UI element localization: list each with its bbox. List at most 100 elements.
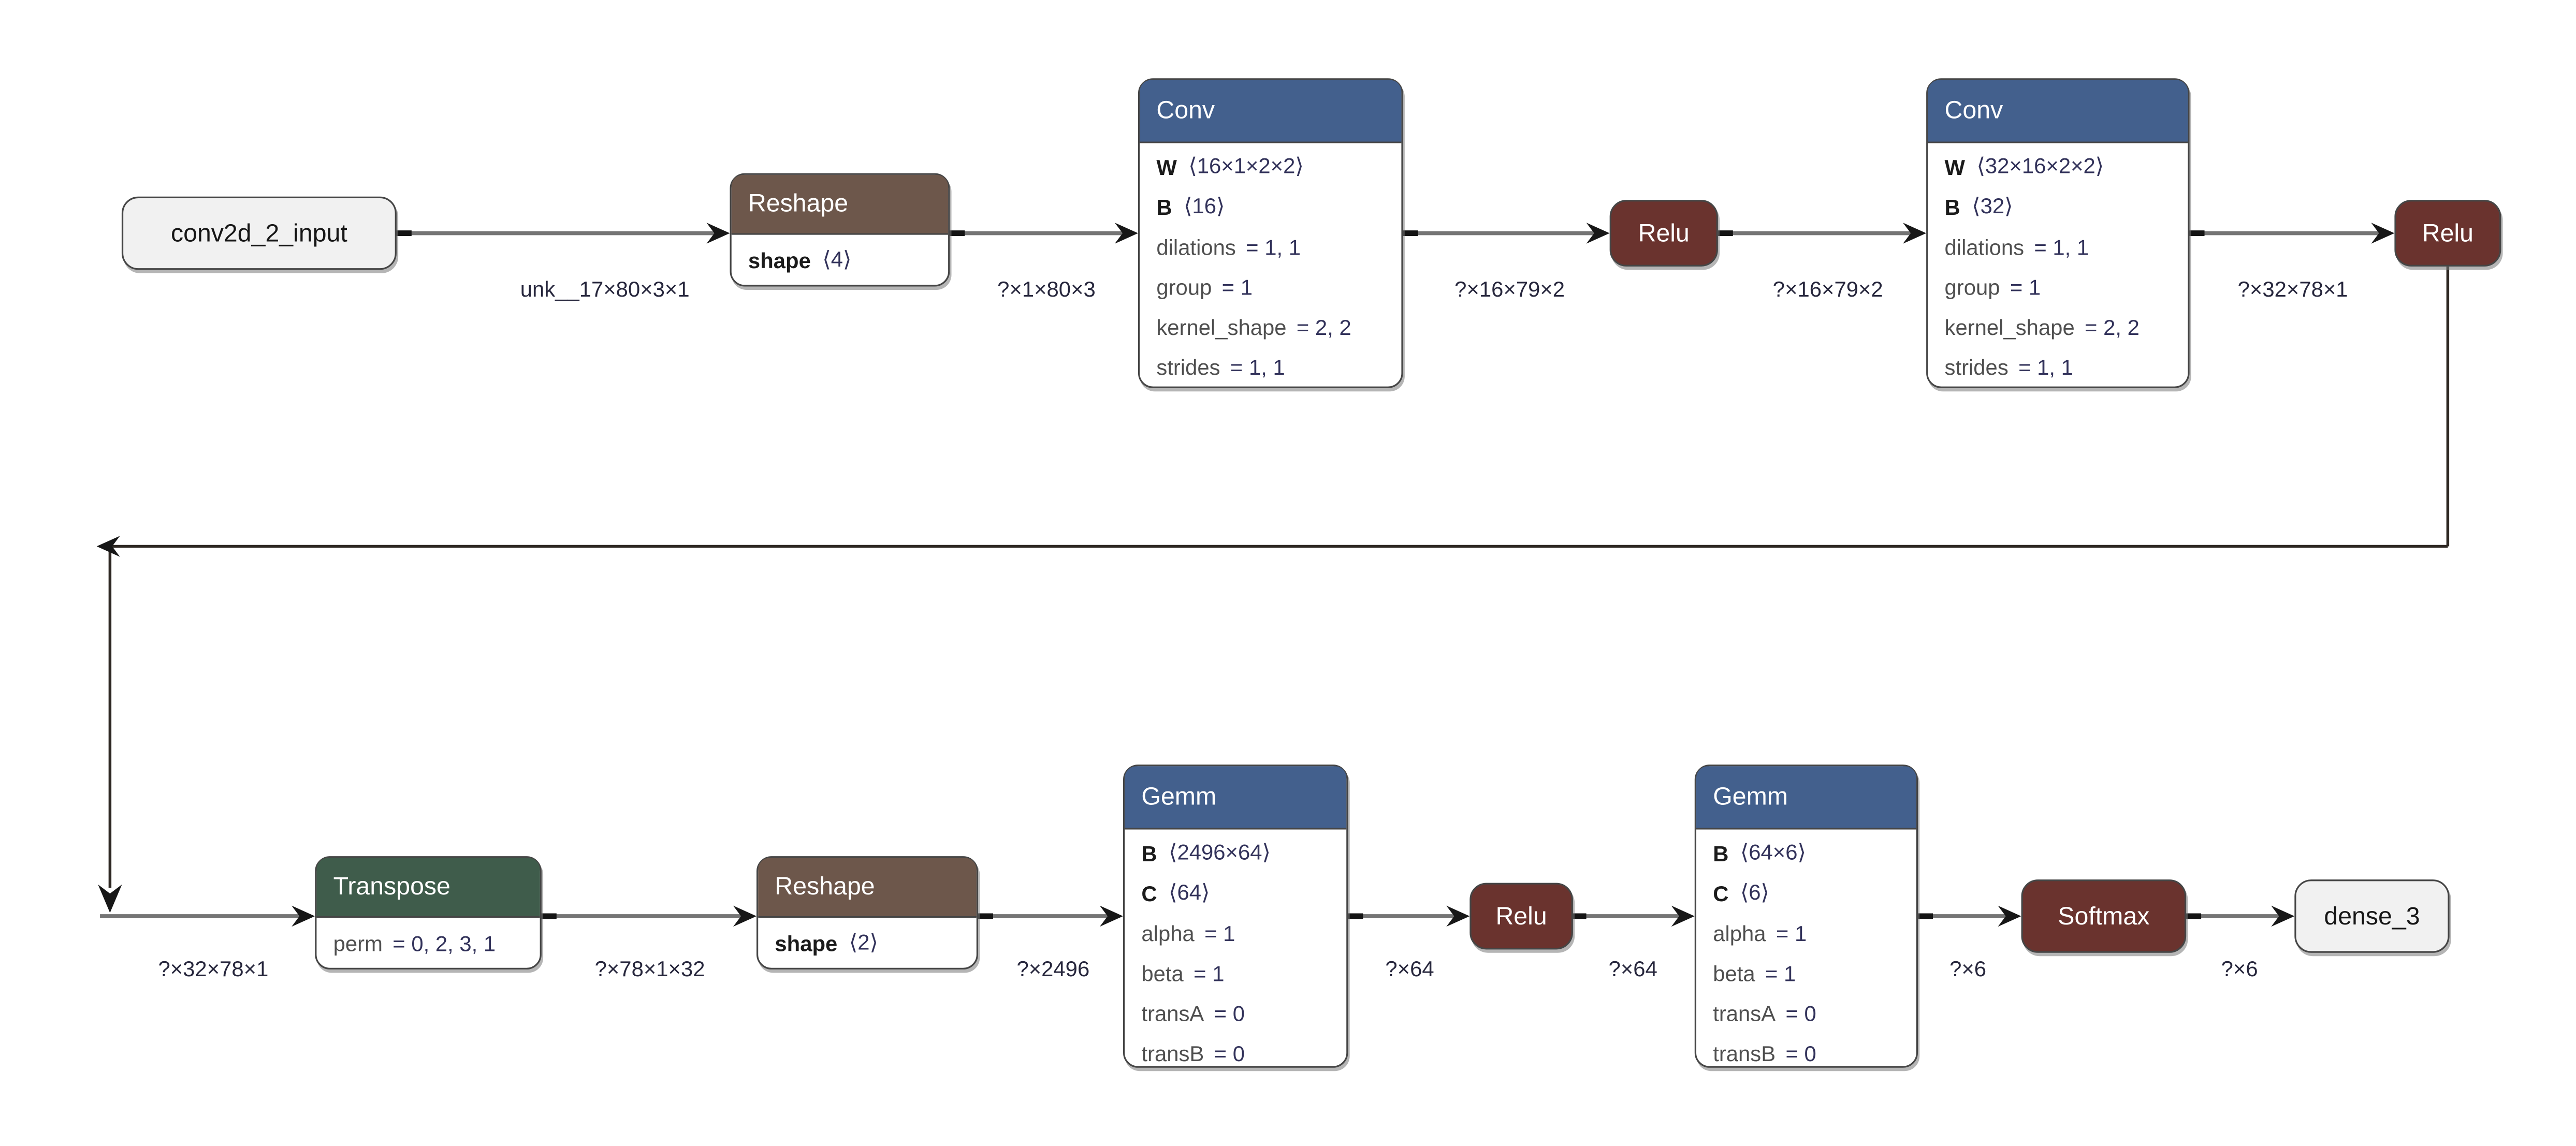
param-value: ⟨32⟩ bbox=[1972, 193, 2013, 218]
node-header: Reshape bbox=[731, 174, 949, 235]
attr-line: alpha = 1 bbox=[1125, 913, 1346, 953]
edge-label-reshape-conv1: ?×1×80×3 bbox=[997, 276, 1096, 302]
param-value: ⟨2⟩ bbox=[849, 929, 878, 954]
param-line: B ⟨16⟩ bbox=[1140, 186, 1401, 226]
attr-name: group bbox=[1944, 274, 2000, 299]
node-relu-3[interactable]: Relu bbox=[1469, 883, 1573, 950]
node-body: W⟨16×1×2×2⟩ B ⟨16⟩ dilations = 1, 1 group =… bbox=[1140, 143, 1401, 387]
attr-name: kernel_shape bbox=[1156, 314, 1287, 339]
edge-label-input-reshape: unk__17×80×3×1 bbox=[520, 276, 690, 302]
attr-name: alpha bbox=[1141, 920, 1195, 946]
attr-name: group bbox=[1156, 274, 1212, 299]
param-value: ⟨16×1×2×2⟩ bbox=[1188, 153, 1304, 179]
attr-value: = 1, 1 bbox=[1246, 234, 1301, 259]
node-header: Gemm bbox=[1125, 766, 1347, 830]
node-title: Reshape bbox=[748, 189, 849, 218]
edge-source-stubs bbox=[396, 230, 2205, 919]
node-gemm-1[interactable]: Gemm B⟨2496×64⟩ C⟨64⟩ alpha= 1 beta= 1 t… bbox=[1123, 765, 1348, 1068]
node-title: Gemm bbox=[1713, 783, 1788, 812]
param-value: ⟨64⟩ bbox=[1169, 879, 1210, 905]
attr-name: strides bbox=[1944, 354, 2009, 379]
node-title: Transpose bbox=[333, 873, 450, 901]
node-input-conv2d-2-input[interactable]: conv2d_2_input bbox=[121, 196, 397, 270]
attr-line: group= 1 bbox=[1928, 267, 2188, 306]
edge-label-conv2-relu2: ?×32×78×1 bbox=[2237, 276, 2348, 302]
node-header: Conv bbox=[1140, 80, 1402, 143]
attr-line: dilations = 1, 1 bbox=[1928, 227, 2188, 267]
node-reshape-1[interactable]: Reshape shape ⟨4⟩ bbox=[730, 173, 950, 287]
param-line: C ⟨6⟩ bbox=[1696, 873, 1916, 913]
attr-value: = 2, 2 bbox=[1296, 314, 1351, 339]
edge-label-conv1-relu1: ?×16×79×2 bbox=[1454, 276, 1565, 302]
param-name: shape bbox=[775, 930, 838, 956]
node-title: Reshape bbox=[775, 873, 875, 901]
attr-value: = 0 bbox=[1214, 1000, 1245, 1025]
param-name: W bbox=[1944, 154, 1966, 179]
attr-name: dilations bbox=[1944, 234, 2025, 259]
edge-label-gemm1-relu3: ?×64 bbox=[1385, 956, 1434, 981]
attr-value: = 1 bbox=[1775, 920, 1807, 946]
attr-value: = 2, 2 bbox=[2085, 314, 2140, 339]
node-title: Gemm bbox=[1141, 783, 1217, 812]
attr-name: kernel_shape bbox=[1944, 314, 2075, 339]
attr-name: strides bbox=[1156, 354, 1220, 379]
attr-line: beta= 1 bbox=[1125, 953, 1346, 993]
edge-label-relu1-conv2: ?×16×79×2 bbox=[1772, 276, 1883, 302]
edge-label-gemm2-softmax: ?×6 bbox=[1949, 956, 1987, 981]
param-name: B bbox=[1944, 194, 1960, 219]
param-name: C bbox=[1141, 880, 1157, 906]
attr-line: alpha= 1 bbox=[1696, 913, 1916, 953]
attr-name: beta bbox=[1141, 960, 1184, 986]
node-relu-2[interactable]: Relu bbox=[2394, 200, 2501, 267]
node-title: Relu bbox=[1495, 902, 1547, 931]
param-line: W⟨16×1×2×2⟩ bbox=[1140, 146, 1401, 186]
node-transpose[interactable]: Transpose perm = 0, 2, 3, 1 bbox=[315, 856, 542, 969]
attr-line: strides= 1, 1 bbox=[1928, 346, 2188, 386]
node-title: Relu bbox=[1638, 219, 1690, 247]
edge-label-softmax-output: ?×6 bbox=[2221, 956, 2258, 981]
param-name: C bbox=[1713, 880, 1729, 906]
node-relu-1[interactable]: Relu bbox=[1609, 200, 1718, 267]
param-name: B bbox=[1156, 194, 1172, 219]
param-value: ⟨4⟩ bbox=[822, 246, 852, 272]
node-output-dense-3[interactable]: dense_3 bbox=[2294, 879, 2450, 953]
node-body: shape ⟨4⟩ bbox=[732, 235, 948, 285]
attr-value: = 0 bbox=[1785, 1040, 1816, 1065]
attr-line: transA= 0 bbox=[1696, 993, 1916, 1033]
node-reshape-2[interactable]: Reshape shape ⟨2⟩ bbox=[756, 856, 979, 969]
attr-value: = 1 bbox=[1765, 960, 1796, 986]
param-value: ⟨16⟩ bbox=[1184, 193, 1225, 218]
attr-line: transA = 0 bbox=[1125, 993, 1346, 1033]
node-body: shape ⟨2⟩ bbox=[758, 918, 977, 968]
param-line: C ⟨64⟩ bbox=[1125, 873, 1346, 913]
param-line: B⟨64×6⟩ bbox=[1696, 833, 1916, 873]
attr-line: transB= 0 bbox=[1696, 1033, 1916, 1072]
node-body: perm = 0, 2, 3, 1 bbox=[316, 918, 540, 968]
attr-line: dilations = 1, 1 bbox=[1140, 227, 1401, 267]
node-header: Transpose bbox=[316, 858, 540, 918]
attr-value: = 1, 1 bbox=[2034, 234, 2089, 259]
edge-label-relu2-transpose: ?×32×78×1 bbox=[158, 956, 269, 981]
node-softmax[interactable]: Softmax bbox=[2021, 879, 2187, 953]
attr-value: = 1 bbox=[1221, 274, 1253, 299]
node-header: Reshape bbox=[758, 858, 977, 918]
node-title: Softmax bbox=[2058, 902, 2150, 931]
param-value: ⟨2496×64⟩ bbox=[1169, 839, 1271, 865]
node-conv-2[interactable]: Conv W⟨32×16×2×2⟩ B⟨32⟩ dilations= 1, 1 … bbox=[1926, 78, 2190, 388]
param-value: ⟨6⟩ bbox=[1740, 879, 1769, 905]
attr-name: transA bbox=[1141, 1000, 1204, 1025]
attr-name: dilations bbox=[1156, 234, 1236, 259]
attr-line: strides= 1, 1 bbox=[1140, 346, 1401, 386]
attr-value: = 1 bbox=[1204, 920, 1235, 946]
attr-value: = 0 bbox=[1214, 1040, 1245, 1065]
attr-value: = 0 bbox=[1785, 1000, 1816, 1025]
attr-name: perm bbox=[333, 930, 383, 956]
arrowheads bbox=[96, 223, 2395, 927]
node-conv-1[interactable]: Conv W⟨16×1×2×2⟩ B ⟨16⟩ dilations = 1, 1 g… bbox=[1138, 78, 1403, 388]
attr-line: group = 1 bbox=[1140, 267, 1401, 306]
edge-label-transpose-reshape2: ?×78×1×32 bbox=[594, 956, 705, 981]
node-header: Conv bbox=[1928, 80, 2188, 143]
node-gemm-2[interactable]: Gemm B⟨64×6⟩ C⟨6⟩ alpha= 1 beta= 1 trans… bbox=[1694, 765, 1918, 1068]
